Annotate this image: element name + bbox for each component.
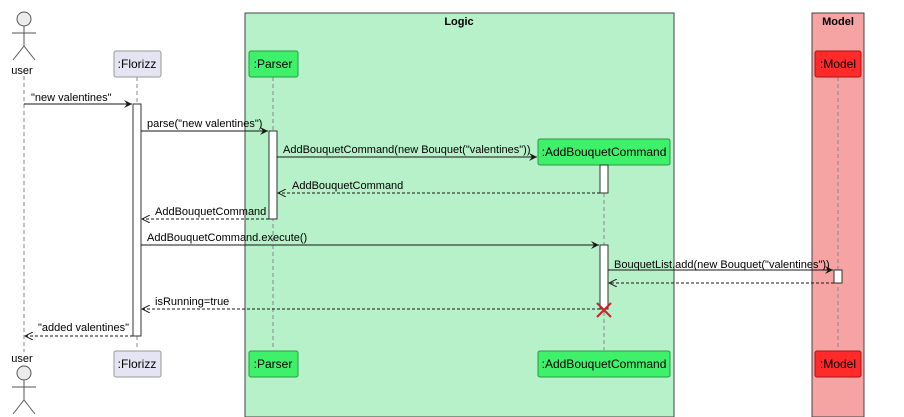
msg-label-2: parse("new valentines"): [147, 118, 262, 130]
msg-label-7: BouquetList.add(new Bouquet("valentines"…: [614, 259, 830, 271]
participant-model-bottom: :Model: [814, 350, 862, 378]
model-label-bottom: :Model: [820, 357, 856, 371]
participant-parser-top: :Parser: [248, 50, 299, 78]
florizz-label-top: :Florizz: [118, 57, 157, 71]
logic-group: Logic: [244, 12, 675, 417]
model-label-top: :Model: [820, 57, 856, 71]
command-label-created: :AddBouquetCommand: [542, 145, 667, 159]
msg-label-5: AddBouquetCommand: [155, 206, 266, 218]
activation-florizz: [132, 103, 142, 337]
activation-parser: [268, 130, 278, 220]
msg-label-8: isRunning=true: [155, 296, 229, 308]
user-actor-icon: [12, 365, 36, 415]
participant-florizz-bottom: :Florizz: [113, 350, 162, 378]
logic-group-title: Logic: [444, 16, 473, 28]
participant-florizz-top: :Florizz: [113, 50, 162, 78]
user-actor-icon: [12, 11, 36, 61]
activation-model: [833, 269, 843, 284]
user-label-top: user: [11, 65, 33, 77]
msg-label-1: "new valentines": [31, 92, 112, 104]
actor-user-bottom: user: [11, 353, 36, 415]
message-lines: [24, 100, 834, 336]
activation-command-2: [599, 244, 609, 310]
destroy-x-icon: [596, 302, 612, 318]
florizz-label-bottom: :Florizz: [118, 357, 157, 371]
msg-label-9: "added valentines": [38, 322, 129, 334]
model-group-title: Model: [822, 16, 854, 28]
actor-user-top: user: [11, 11, 36, 77]
participant-parser-bottom: :Parser: [248, 350, 299, 378]
participant-command-bottom: :AddBouquetCommand: [537, 350, 671, 378]
parser-label-bottom: :Parser: [254, 357, 293, 371]
msg-label-6: AddBouquetCommand.execute(): [147, 232, 307, 244]
activation-command-1: [599, 164, 609, 194]
parser-label-top: :Parser: [254, 57, 293, 71]
msg-label-4: AddBouquetCommand: [292, 180, 403, 192]
msg-label-3: AddBouquetCommand(new Bouquet("valentine…: [283, 144, 531, 156]
command-label-bottom: :AddBouquetCommand: [542, 357, 667, 371]
participant-command-created: :AddBouquetCommand: [537, 138, 671, 166]
participant-model-top: :Model: [814, 50, 862, 78]
user-label-bottom: user: [11, 353, 33, 365]
